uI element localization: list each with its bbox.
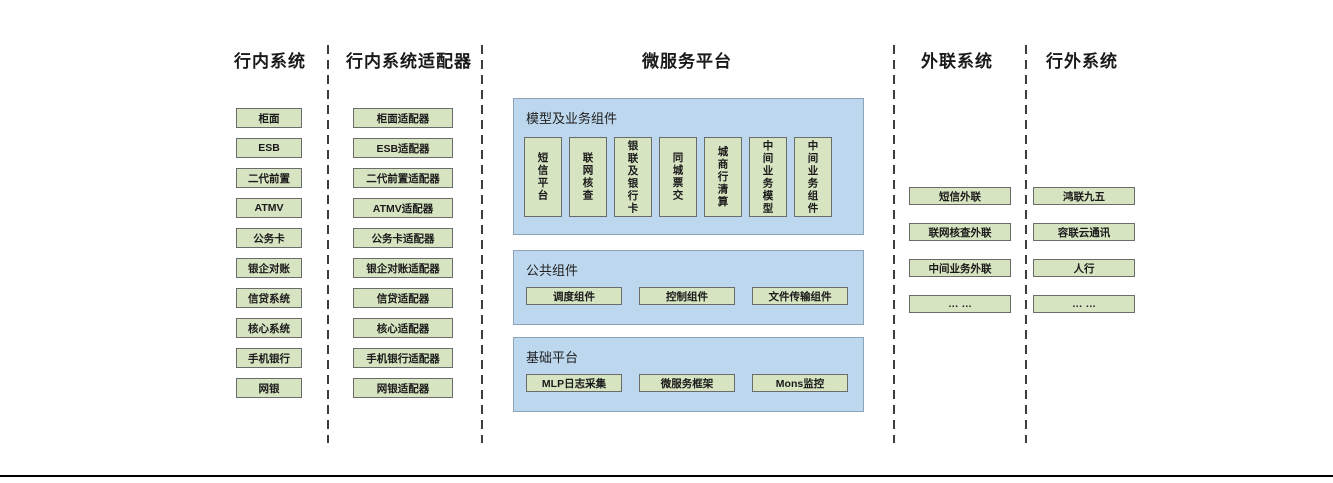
system-box: 公务卡 bbox=[236, 228, 302, 248]
component-box-vertical: 中间业务组件 bbox=[794, 137, 832, 217]
adapter-box: ESB适配器 bbox=[353, 138, 453, 158]
common-components-row: 调度组件 控制组件 文件传输组件 bbox=[526, 287, 848, 305]
panel-title: 模型及业务组件 bbox=[526, 111, 618, 126]
model-components-row: 短信平台 联网核查 银联及银行卡 同城票交 城商行清算 中间业务模型 中间业务组… bbox=[524, 137, 832, 217]
component-box-vertical: 银联及银行卡 bbox=[614, 137, 652, 217]
column-header-internal-adapters: 行内系统适配器 bbox=[346, 52, 472, 71]
column-header-external-systems: 行外系统 bbox=[1046, 52, 1118, 71]
panel-title: 公共组件 bbox=[526, 263, 579, 278]
panel-title: 基础平台 bbox=[526, 350, 579, 365]
external-box: 容联云通讯 bbox=[1033, 223, 1135, 241]
adapter-box: 核心适配器 bbox=[353, 318, 453, 338]
adapter-box: 柜面适配器 bbox=[353, 108, 453, 128]
panel-model-business-components: 模型及业务组件 短信平台 联网核查 银联及银行卡 同城票交 城商行清算 中间业务… bbox=[513, 98, 864, 235]
adapter-box: 信贷适配器 bbox=[353, 288, 453, 308]
system-box: ESB bbox=[236, 138, 302, 158]
component-box: Mons监控 bbox=[752, 374, 848, 392]
system-box: 手机银行 bbox=[236, 348, 302, 368]
system-box: 银企对账 bbox=[236, 258, 302, 278]
adapter-box: 网银适配器 bbox=[353, 378, 453, 398]
component-box-vertical: 短信平台 bbox=[524, 137, 562, 217]
adapter-box: ATMV适配器 bbox=[353, 198, 453, 218]
component-box-vertical: 中间业务模型 bbox=[749, 137, 787, 217]
component-box-vertical: 城商行清算 bbox=[704, 137, 742, 217]
panel-base-platform: 基础平台 MLP日志采集 微服务框架 Mons监控 bbox=[513, 337, 864, 412]
divider-dashed-1 bbox=[327, 45, 329, 443]
adapter-box: 二代前置适配器 bbox=[353, 168, 453, 188]
adapter-box: 手机银行适配器 bbox=[353, 348, 453, 368]
outreach-systems-column: 短信外联 联网核查外联 中间业务外联 … … bbox=[909, 187, 1011, 313]
bottom-rule bbox=[0, 475, 1333, 477]
adapter-box: 公务卡适配器 bbox=[353, 228, 453, 248]
component-box: MLP日志采集 bbox=[526, 374, 622, 392]
column-header-internal-systems: 行内系统 bbox=[234, 52, 306, 71]
internal-systems-column: 柜面 ESB 二代前置 ATMV 公务卡 银企对账 信贷系统 核心系统 手机银行… bbox=[236, 108, 302, 398]
external-systems-column: 鸿联九五 容联云通讯 人行 … … bbox=[1033, 187, 1135, 313]
system-box: 网银 bbox=[236, 378, 302, 398]
outreach-box-ellipsis: … … bbox=[909, 295, 1011, 313]
divider-dashed-2 bbox=[481, 45, 483, 443]
outreach-box: 中间业务外联 bbox=[909, 259, 1011, 277]
system-box: 二代前置 bbox=[236, 168, 302, 188]
system-box: 信贷系统 bbox=[236, 288, 302, 308]
outreach-box: 短信外联 bbox=[909, 187, 1011, 205]
adapter-box: 银企对账适配器 bbox=[353, 258, 453, 278]
internal-adapters-column: 柜面适配器 ESB适配器 二代前置适配器 ATMV适配器 公务卡适配器 银企对账… bbox=[353, 108, 453, 398]
outreach-box: 联网核查外联 bbox=[909, 223, 1011, 241]
component-box-vertical: 同城票交 bbox=[659, 137, 697, 217]
component-box-vertical: 联网核查 bbox=[569, 137, 607, 217]
column-header-outreach-systems: 外联系统 bbox=[921, 52, 993, 71]
component-box: 微服务框架 bbox=[639, 374, 735, 392]
external-box: 鸿联九五 bbox=[1033, 187, 1135, 205]
component-box: 文件传输组件 bbox=[752, 287, 848, 305]
panel-common-components: 公共组件 调度组件 控制组件 文件传输组件 bbox=[513, 250, 864, 325]
component-box: 调度组件 bbox=[526, 287, 622, 305]
divider-dashed-3 bbox=[893, 45, 895, 443]
external-box-ellipsis: … … bbox=[1033, 295, 1135, 313]
system-box: ATMV bbox=[236, 198, 302, 218]
component-box: 控制组件 bbox=[639, 287, 735, 305]
system-box: 核心系统 bbox=[236, 318, 302, 338]
external-box: 人行 bbox=[1033, 259, 1135, 277]
column-header-microservice-platform: 微服务平台 bbox=[642, 52, 732, 71]
system-box: 柜面 bbox=[236, 108, 302, 128]
divider-dashed-4 bbox=[1025, 45, 1027, 443]
base-platform-row: MLP日志采集 微服务框架 Mons监控 bbox=[526, 374, 848, 392]
